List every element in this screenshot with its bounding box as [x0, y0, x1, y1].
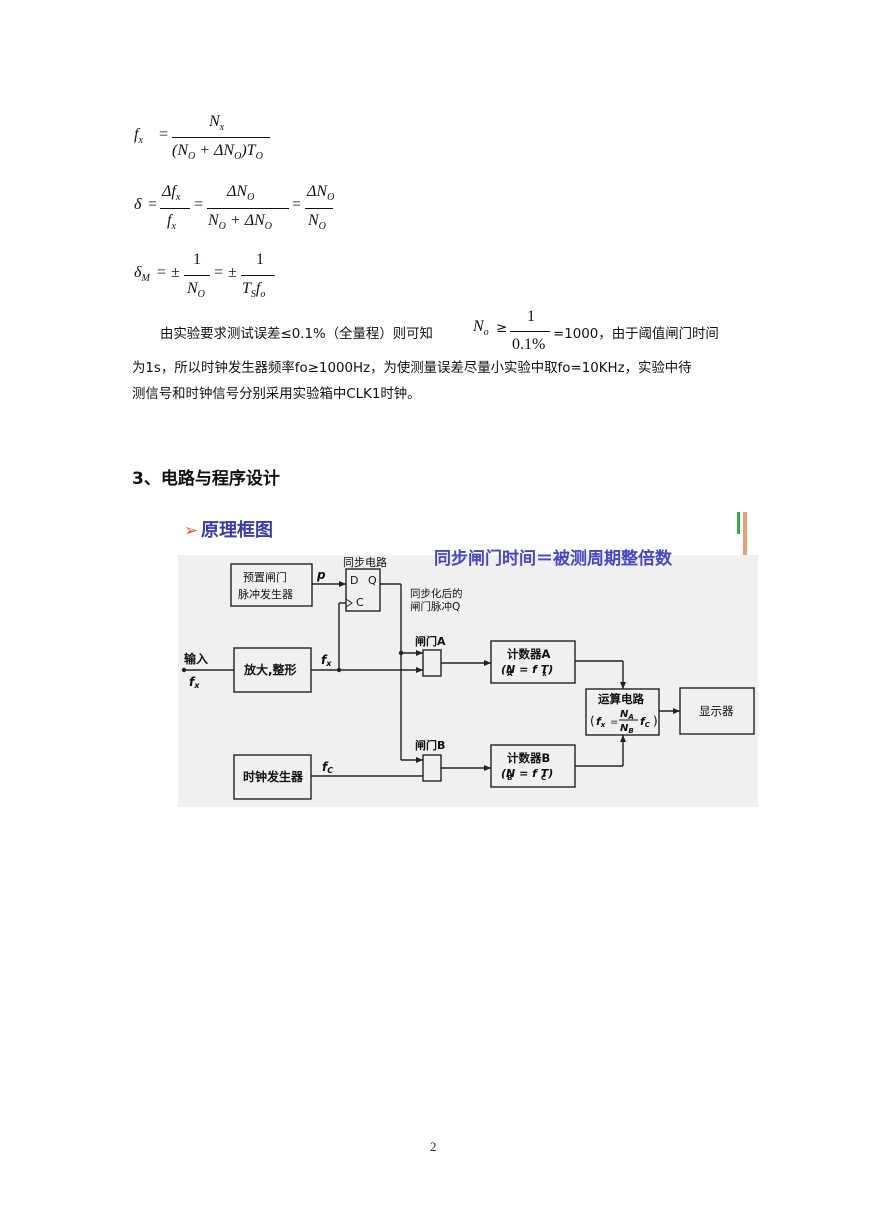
f2-c-den: NO: [308, 212, 326, 233]
preset-gate-label-1: 预置闸门: [243, 570, 287, 584]
p-label: p: [316, 568, 326, 582]
display-label: 显示器: [699, 704, 734, 718]
counter-b-label-1: 计数器B: [507, 751, 550, 765]
f1-lhs: fx: [134, 126, 143, 147]
svg-text:): ): [653, 714, 658, 728]
f3-delta: δM: [134, 264, 150, 285]
gate-b-label: 闸门B: [415, 738, 445, 752]
preset-gate-label-2: 脉冲发生器: [238, 587, 293, 601]
accent-bar-orange: [743, 512, 747, 555]
diagram-body-bg: [178, 555, 758, 807]
q-label: Q: [368, 574, 377, 587]
calc-num: NA: [620, 709, 634, 721]
accent-bar-green: [737, 512, 740, 534]
f3-b-den: TSfo: [242, 280, 266, 301]
gate-a-label: 闸门A: [415, 634, 446, 648]
amplifier-label: 放大,整形: [243, 662, 297, 677]
f3-a-num: 1: [193, 251, 201, 268]
inline-frac-den: 0.1%: [512, 336, 546, 353]
f2-a-num: Δfx: [162, 183, 181, 204]
fx-label: fx: [321, 653, 332, 668]
counter-a-sub-2: x: [542, 670, 547, 678]
f3-b-num: 1: [256, 251, 264, 268]
fc-label: fC: [322, 760, 333, 775]
paragraph-line-1: 由实验要求测试误差≤0.1%（全量程）则可知: [160, 327, 433, 342]
diagram-slogan: 同步闸门时间＝被测周期整倍数: [434, 548, 673, 569]
counter-a-label-1: 计数器A: [507, 647, 550, 661]
svg-text:=: =: [610, 717, 618, 728]
diagram-title: 原理框图: [201, 520, 273, 541]
counter-a-label-2: (N = f T): [501, 663, 553, 676]
clock-generator-label: 时钟发生器: [243, 769, 304, 784]
f2-delta: δ: [134, 196, 142, 213]
f3-a-den: NO: [187, 280, 205, 301]
d-label: D: [350, 574, 358, 587]
n0-symbol: No: [473, 318, 489, 339]
title-arrow-icon: ➢: [184, 521, 198, 541]
counter-b-label-2: (N = f T): [501, 767, 553, 780]
paragraph-line-2: 为1s，所以时钟发生器频率fo≥1000Hz，为使测量误差尽量小实验中取fo=1…: [132, 361, 692, 376]
preset-gate-box: [230, 563, 313, 607]
input-label: 输入: [184, 651, 208, 666]
f2-b-den: NO + ΔNO: [208, 212, 272, 233]
sync-after-label-2: 闸门脉冲Q: [410, 600, 460, 613]
sync-circuit-label: 同步电路: [343, 556, 387, 569]
f2-b-num: ΔNO: [227, 183, 255, 204]
page-number: 2: [430, 1139, 437, 1154]
calc-circuit-label: 运算电路: [598, 692, 644, 706]
c-label: C: [356, 596, 364, 609]
paragraph-line-3: 测信号和时钟信号分别采用实验箱中CLK1时钟。: [132, 387, 421, 402]
input-f-label: fx: [189, 675, 200, 690]
counter-a-sub-1: A: [507, 670, 513, 678]
f1-denominator: (NO + ΔNO)TO: [172, 142, 263, 163]
f2-a-den: fx: [167, 212, 176, 233]
calc-lhs: fx: [596, 715, 606, 729]
inline-frac-num: 1: [527, 308, 535, 325]
counter-b-sub-2: C: [541, 774, 546, 782]
svg-text:(: (: [590, 714, 595, 728]
sync-after-label-1: 同步化后的: [410, 587, 463, 600]
section-heading: 3、电路与程序设计: [132, 469, 280, 489]
calc-rhs: fC: [640, 715, 651, 729]
calc-den: NB: [620, 723, 634, 735]
sync-flipflop-box: [345, 568, 381, 612]
counter-a-box: [490, 640, 576, 684]
block-diagram: ➢ 原理框图 同步闸门时间＝被测周期整倍数: [170, 503, 758, 807]
f2-c-num: ΔNO: [307, 183, 335, 204]
f1-numerator: Nx: [209, 113, 225, 134]
paragraph-line-1-end: =1000，由于阈值闸门时间: [553, 327, 719, 342]
counter-b-sub-1: B: [507, 774, 512, 782]
clock-generator-box: [233, 754, 312, 800]
